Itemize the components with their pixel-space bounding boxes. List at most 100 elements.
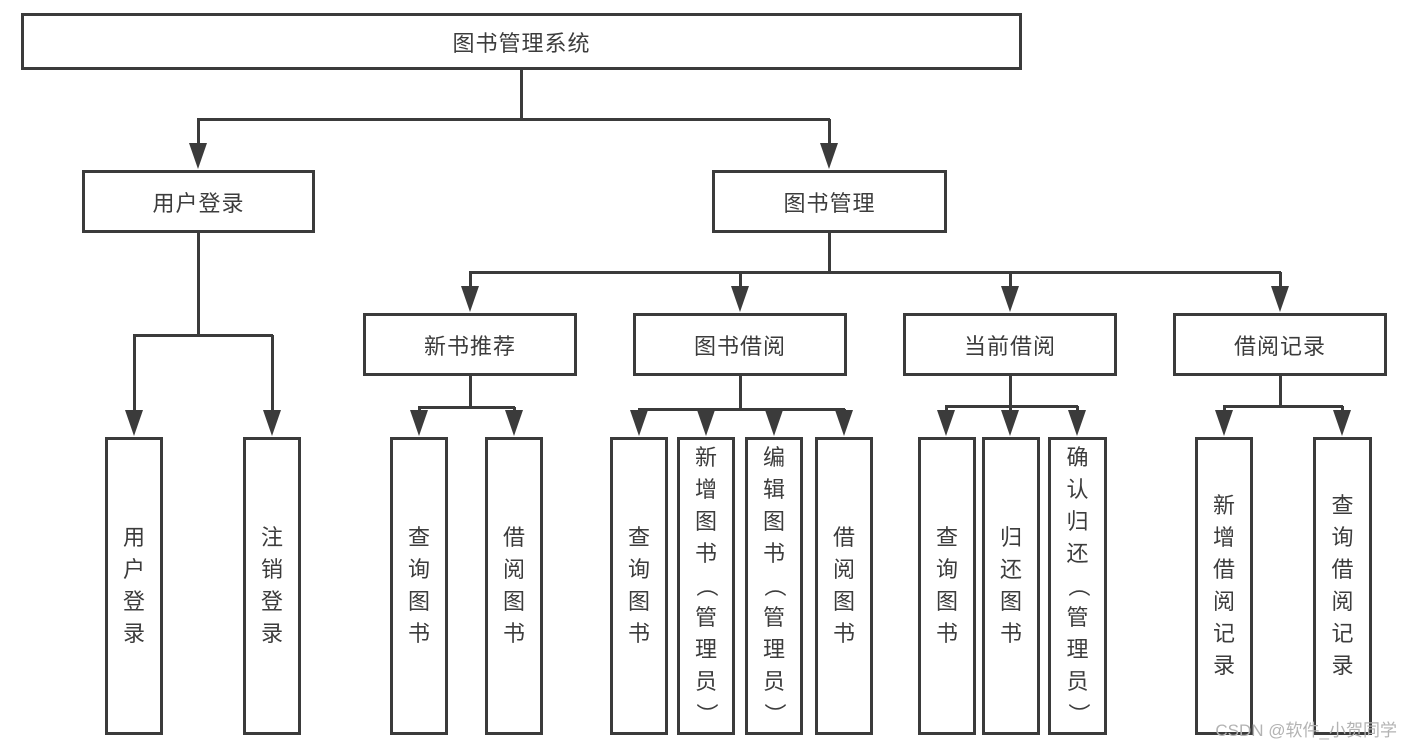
arrowhead-down-icon (1068, 410, 1086, 436)
vertical-char: 借 (503, 525, 526, 550)
connector-drop-line (1009, 376, 1012, 408)
node-label: 借阅记录 (1233, 333, 1326, 359)
vertical-char: 记 (1331, 621, 1354, 646)
vertical-char: 理 (763, 637, 786, 662)
node-label: 注销登录 (261, 527, 283, 645)
connector-arrow-stem (197, 119, 200, 155)
node-label: 图书管理 (783, 190, 876, 216)
arrowhead-down-icon (189, 143, 207, 169)
node-leaf-logout: 注销登录 (243, 437, 301, 735)
vertical-char: 员 (763, 669, 786, 694)
connector-arrow-stem (739, 272, 742, 298)
node-label: 确认归还（管理员） (1065, 447, 1091, 726)
connector-bar-line (1223, 405, 1343, 408)
vertical-char: ） (694, 703, 719, 726)
node-label: 借阅图书 (503, 527, 525, 645)
connector-arrow-stem (828, 119, 831, 155)
node-leaf-borrow-books-rec: 借阅图书 (485, 437, 543, 735)
vertical-char: 书 (936, 621, 959, 646)
vertical-char: 图 (503, 589, 526, 614)
vertical-char: 编 (763, 445, 786, 470)
vertical-char: 图 (628, 589, 651, 614)
vertical-char: 书 (695, 541, 718, 566)
node-label: 图书管理系统 (452, 30, 591, 56)
connector-drop-line (520, 70, 523, 121)
vertical-char: 认 (1066, 477, 1089, 502)
connector-bar-line (133, 334, 273, 337)
vertical-char: 还 (1000, 557, 1023, 582)
node-label: 查询图书 (628, 527, 650, 645)
node-label: 借阅图书 (833, 527, 855, 645)
vertical-char: 登 (123, 589, 146, 614)
node-label: 查询图书 (408, 527, 430, 645)
vertical-char: （ (762, 575, 787, 598)
node-label: 用户登录 (123, 527, 145, 645)
arrowhead-down-icon (765, 410, 783, 436)
arrowhead-down-icon (461, 286, 479, 312)
vertical-char: 阅 (1331, 589, 1354, 614)
arrowhead-down-icon (125, 410, 143, 436)
vertical-char: 书 (763, 541, 786, 566)
arrowhead-down-icon (1215, 410, 1233, 436)
arrowhead-down-icon (263, 410, 281, 436)
node-label: 用户登录 (152, 190, 245, 216)
vertical-char: 录 (123, 621, 146, 646)
vertical-char: 图 (936, 589, 959, 614)
node-leaf-query-books-borrow: 查询图书 (610, 437, 668, 735)
vertical-char: 员 (1066, 669, 1089, 694)
vertical-char: 管 (763, 605, 786, 630)
node-label: 查询借阅记录 (1332, 495, 1354, 677)
vertical-char: （ (1065, 575, 1091, 598)
connector-bar-line (469, 271, 1281, 274)
arrowhead-down-icon (1271, 286, 1289, 312)
vertical-char: 借 (833, 525, 856, 550)
node-new-book-recommend: 新书推荐 (363, 313, 577, 376)
vertical-char: 询 (936, 557, 959, 582)
node-label: 新增图书（管理员） (694, 445, 719, 726)
vertical-char: 理 (695, 637, 718, 662)
arrowhead-down-icon (835, 410, 853, 436)
arrowhead-down-icon (731, 286, 749, 312)
vertical-char: 查 (936, 525, 959, 550)
connector-arrow-stem (1279, 272, 1282, 298)
connector-drop-line (197, 233, 200, 337)
vertical-char: 书 (1000, 621, 1023, 646)
vertical-char: 户 (123, 557, 146, 582)
vertical-char: 新 (695, 445, 718, 470)
vertical-char: 管 (1066, 605, 1089, 630)
vertical-char: 阅 (833, 557, 856, 582)
arrowhead-down-icon (697, 410, 715, 436)
connector-drop-line (1279, 376, 1282, 408)
connector-arrow-stem (133, 335, 136, 422)
arrowhead-down-icon (937, 410, 955, 436)
vertical-char: 图 (763, 509, 786, 534)
node-label: 新增借阅记录 (1213, 495, 1235, 677)
vertical-char: 阅 (1213, 589, 1236, 614)
vertical-char: 销 (261, 557, 284, 582)
vertical-char: 用 (123, 525, 146, 550)
node-leaf-edit-books-admin: 编辑图书（管理员） (745, 437, 803, 735)
node-leaf-add-borrow-record: 新增借阅记录 (1195, 437, 1253, 735)
vertical-char: 录 (1213, 653, 1236, 678)
vertical-char: 理 (1066, 637, 1089, 662)
vertical-char: 询 (1331, 525, 1354, 550)
vertical-char: 图 (1000, 589, 1023, 614)
node-leaf-add-books-admin: 新增图书（管理员） (677, 437, 735, 735)
vertical-char: 管 (695, 605, 718, 630)
vertical-char: 书 (628, 621, 651, 646)
vertical-char: 书 (503, 621, 526, 646)
node-label: 查询图书 (936, 527, 958, 645)
vertical-char: 注 (261, 525, 284, 550)
vertical-char: 登 (261, 589, 284, 614)
node-leaf-return-books: 归还图书 (982, 437, 1040, 735)
vertical-char: 阅 (503, 557, 526, 582)
vertical-char: 录 (261, 621, 284, 646)
vertical-char: 书 (408, 621, 431, 646)
node-book-borrowing: 图书借阅 (633, 313, 847, 376)
vertical-char: 借 (1213, 557, 1236, 582)
vertical-char: 归 (1066, 509, 1089, 534)
vertical-char: 询 (408, 557, 431, 582)
vertical-char: ） (762, 703, 787, 726)
node-label: 编辑图书（管理员） (762, 445, 787, 726)
